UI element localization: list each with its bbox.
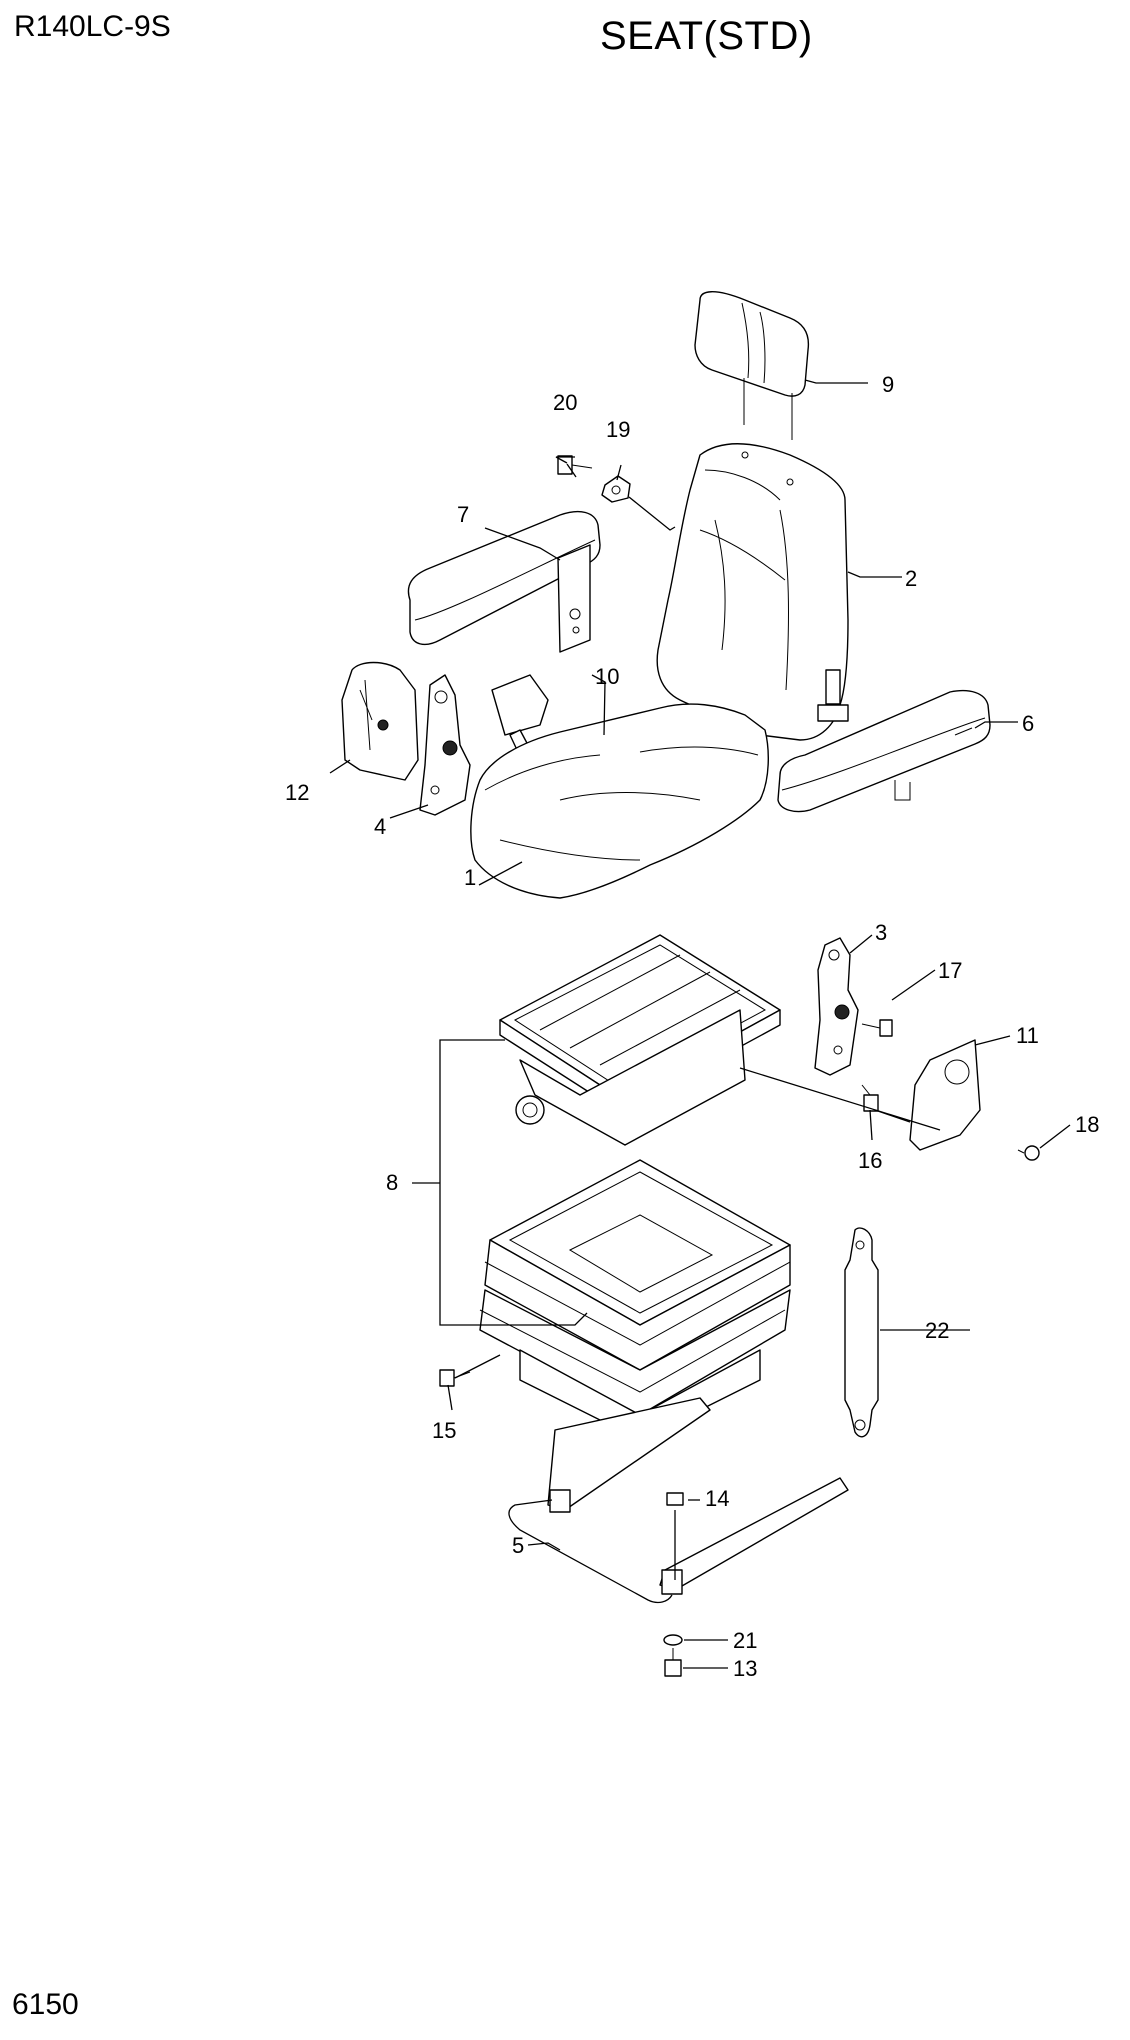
callout-10: 10 bbox=[595, 664, 619, 689]
washer-21 bbox=[663, 1634, 683, 1646]
support-strap bbox=[844, 1227, 879, 1438]
leader-lines bbox=[329, 379, 1071, 1669]
callout-3: 3 bbox=[875, 920, 887, 945]
side-cover-right bbox=[909, 1039, 981, 1151]
callout-18: 18 bbox=[1075, 1112, 1099, 1137]
slide-rail-assembly bbox=[508, 1397, 849, 1604]
bolt-15 bbox=[439, 1369, 471, 1387]
callout-22: 22 bbox=[925, 1318, 949, 1343]
callout-11: 11 bbox=[1016, 1023, 1039, 1048]
screw-18 bbox=[1017, 1145, 1040, 1161]
page-number: 6150 bbox=[12, 1988, 79, 2021]
model-number: R140LC-9S bbox=[14, 10, 171, 43]
seat-cushion bbox=[470, 703, 769, 899]
callout-20: 20 bbox=[553, 390, 577, 415]
callout-19: 19 bbox=[606, 417, 630, 442]
callout-14: 14 bbox=[705, 1486, 729, 1511]
callout-4: 4 bbox=[374, 814, 386, 839]
suspension-frame bbox=[499, 934, 781, 1146]
bolt-20 bbox=[557, 455, 593, 475]
bolt-17 bbox=[861, 1019, 893, 1037]
right-armrest bbox=[777, 689, 991, 813]
callout-21: 21 bbox=[733, 1628, 757, 1653]
callout-12: 12 bbox=[285, 780, 309, 805]
page-title: SEAT(STD) bbox=[600, 14, 813, 58]
suspension-bellows bbox=[479, 1159, 791, 1441]
left-armrest bbox=[407, 510, 601, 653]
callout-1: 1 bbox=[464, 865, 476, 890]
backrest bbox=[656, 443, 849, 741]
recliner-bracket-left bbox=[419, 674, 471, 816]
callout-2: 2 bbox=[905, 566, 917, 591]
side-cover-left bbox=[341, 661, 419, 781]
callout-9: 9 bbox=[882, 372, 894, 397]
callout-15: 15 bbox=[432, 1418, 456, 1443]
callout-7: 7 bbox=[457, 502, 469, 527]
callout-5: 5 bbox=[512, 1533, 524, 1558]
callout-17: 17 bbox=[938, 958, 962, 983]
bolt-13 bbox=[664, 1648, 682, 1677]
recliner-bracket-right bbox=[814, 937, 859, 1076]
headrest bbox=[694, 291, 810, 440]
callout-8: 8 bbox=[386, 1170, 398, 1195]
callout-6: 6 bbox=[1022, 711, 1034, 736]
callout-16: 16 bbox=[858, 1148, 882, 1173]
nut-14 bbox=[666, 1492, 684, 1506]
callout-13: 13 bbox=[733, 1656, 757, 1681]
knob-19 bbox=[601, 475, 631, 503]
